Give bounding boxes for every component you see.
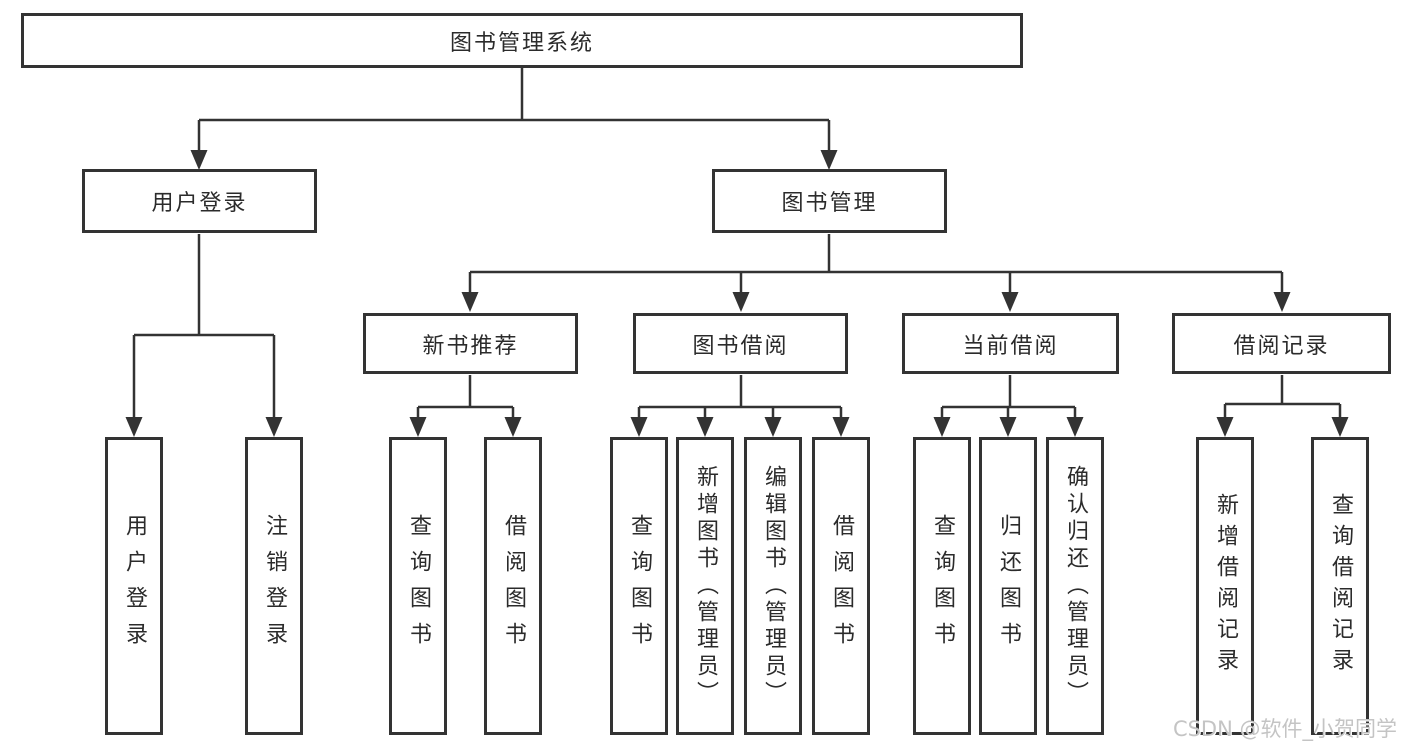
node-new-book-recommend: 新书推荐 [363, 313, 578, 374]
node-leaf-return-book: 归还图书 [979, 437, 1037, 735]
node-leaf-edit-book-admin: 编辑图书（管理员） [744, 437, 802, 735]
node-leaf-query-borrow-record: 查询借阅记录 [1311, 437, 1369, 735]
node-leaf-user-login: 用户登录 [105, 437, 163, 735]
node-label: 归还图书 [996, 514, 1021, 658]
node-leaf-borrow-books-recommend: 借阅图书 [484, 437, 542, 735]
csdn-watermark: CSDN @软件_小贺同学 [1172, 717, 1397, 741]
node-label: 查询图书 [930, 514, 955, 658]
node-label: 图书管理系统 [449, 30, 594, 56]
node-leaf-borrow-books: 借阅图书 [812, 437, 870, 735]
node-label: 查询图书 [406, 514, 431, 658]
node-label: 用户登录 [151, 191, 248, 216]
node-leaf-confirm-return-admin: 确认归还（管理员） [1046, 437, 1104, 735]
node-leaf-add-borrow-record: 新增借阅记录 [1196, 437, 1254, 735]
node-label: 图书管理 [781, 191, 878, 216]
node-label: 确认归还（管理员） [1063, 464, 1088, 708]
node-book-management: 图书管理 [712, 169, 947, 233]
node-label: 借阅记录 [1233, 333, 1330, 359]
node-current-borrow: 当前借阅 [902, 313, 1119, 374]
node-label: 编辑图书（管理员） [761, 464, 786, 708]
node-label: 注销登录 [262, 514, 287, 658]
node-label: 查询借阅记录 [1328, 493, 1353, 679]
node-leaf-query-books-current: 查询图书 [913, 437, 971, 735]
node-label: 图书借阅 [692, 333, 789, 359]
node-label: 查询图书 [627, 514, 652, 658]
node-label: 借阅图书 [501, 514, 526, 658]
node-label: 用户登录 [122, 514, 147, 658]
node-system-root: 图书管理系统 [21, 13, 1023, 68]
node-leaf-query-books-borrow: 查询图书 [610, 437, 668, 735]
node-label: 新增图书（管理员） [693, 464, 718, 708]
node-user-login: 用户登录 [82, 169, 317, 233]
node-leaf-add-book-admin: 新增图书（管理员） [676, 437, 734, 735]
node-label: 新书推荐 [422, 333, 519, 359]
node-leaf-query-books-recommend: 查询图书 [389, 437, 447, 735]
node-label: 借阅图书 [829, 514, 854, 658]
node-leaf-logout: 注销登录 [245, 437, 303, 735]
node-borrow-records: 借阅记录 [1172, 313, 1391, 374]
node-book-borrow: 图书借阅 [633, 313, 848, 374]
node-label: 新增借阅记录 [1213, 493, 1238, 679]
node-label: 当前借阅 [962, 333, 1059, 359]
